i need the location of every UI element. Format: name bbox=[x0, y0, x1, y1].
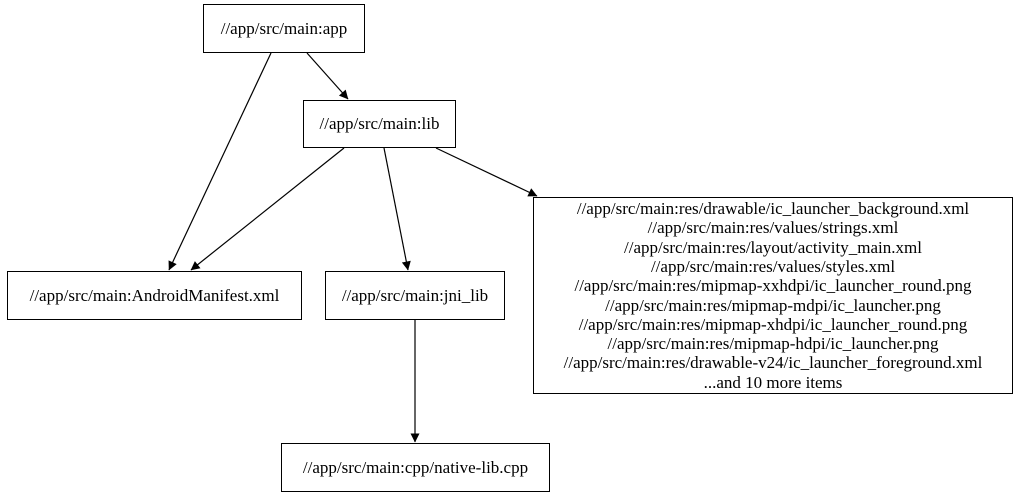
resource-line-more: ...and 10 more items bbox=[703, 372, 843, 392]
resource-line: //app/src/main:res/layout/activity_main.… bbox=[624, 237, 922, 257]
resource-line: //app/src/main:res/mipmap-mdpi/ic_launch… bbox=[605, 295, 941, 315]
resource-line: //app/src/main:res/mipmap-xhdpi/ic_launc… bbox=[578, 314, 968, 334]
node-android-manifest-label: //app/src/main:AndroidManifest.xml bbox=[29, 285, 280, 305]
edge-lib-to-manifest bbox=[190, 147, 345, 271]
node-jni-lib-label: //app/src/main:jni_lib bbox=[341, 285, 489, 305]
resource-line: //app/src/main:res/mipmap-hdpi/ic_launch… bbox=[607, 334, 939, 354]
resource-line: //app/src/main:res/values/styles.xml bbox=[650, 256, 896, 276]
edge-lib-to-jni-lib bbox=[383, 147, 411, 271]
node-jni-lib: //app/src/main:jni_lib bbox=[325, 271, 505, 320]
edge-lib-to-resources bbox=[435, 147, 538, 197]
node-native-lib-cpp-label: //app/src/main:cpp/native-lib.cpp bbox=[302, 457, 529, 477]
resource-line: //app/src/main:res/mipmap-xxhdpi/ic_laun… bbox=[574, 276, 972, 296]
node-lib-label: //app/src/main:lib bbox=[319, 114, 440, 133]
node-android-manifest: //app/src/main:AndroidManifest.xml bbox=[7, 271, 302, 320]
node-native-lib-cpp: //app/src/main:cpp/native-lib.cpp bbox=[281, 443, 550, 492]
node-app: //app/src/main:app bbox=[203, 4, 365, 53]
node-lib: //app/src/main:lib bbox=[303, 100, 456, 148]
node-resources-group: //app/src/main:res/drawable/ic_launcher_… bbox=[533, 197, 1013, 394]
resource-line: //app/src/main:res/drawable/ic_launcher_… bbox=[576, 199, 970, 219]
edge-app-to-lib bbox=[306, 52, 349, 100]
resource-line: //app/src/main:res/values/strings.xml bbox=[647, 218, 899, 238]
edge-app-to-manifest bbox=[168, 52, 272, 271]
node-app-label: //app/src/main:app bbox=[220, 18, 348, 38]
resource-line: //app/src/main:res/drawable-v24/ic_launc… bbox=[563, 353, 983, 373]
